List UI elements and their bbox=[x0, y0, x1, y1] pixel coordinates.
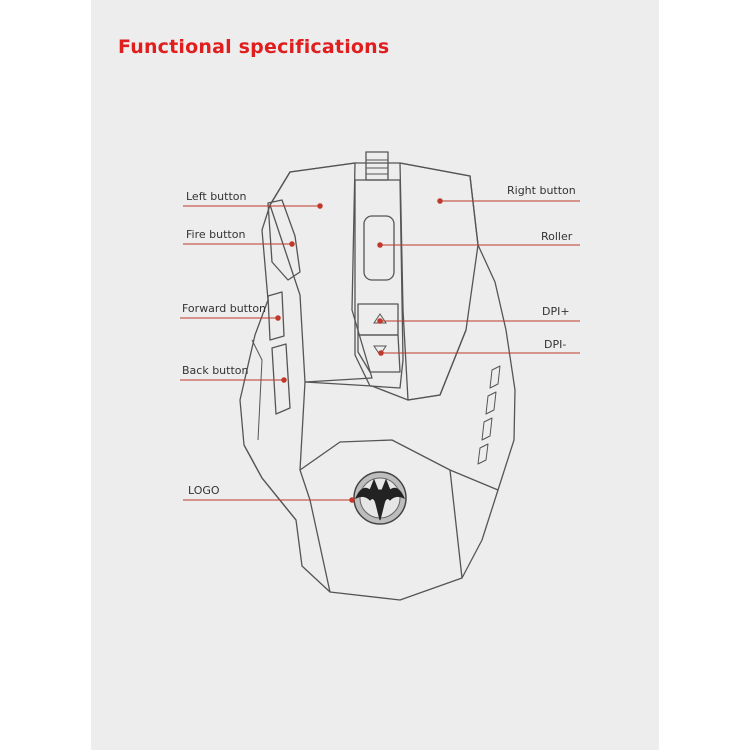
back-button-shape bbox=[271, 343, 291, 415]
label-back-button: Back button bbox=[182, 364, 249, 377]
label-left-button: Left button bbox=[186, 190, 247, 203]
fire-button-shape bbox=[267, 199, 301, 281]
diagram-panel bbox=[91, 0, 659, 750]
page-title: Functional specifications bbox=[118, 36, 390, 58]
label-roller: Roller bbox=[541, 230, 573, 243]
triangle-down-icon bbox=[373, 345, 387, 356]
forward-button-shape bbox=[267, 291, 285, 341]
label-forward-button: Forward button bbox=[182, 302, 267, 315]
label-dpi-plus: DPI+ bbox=[542, 305, 570, 318]
bat-emblem-icon bbox=[353, 471, 407, 525]
cable bbox=[365, 151, 389, 181]
label-right-button: Right button bbox=[507, 184, 576, 197]
center-channel bbox=[354, 179, 404, 389]
dpi-minus-shape bbox=[357, 334, 401, 373]
label-dpi-minus: DPI- bbox=[544, 338, 567, 351]
mouse-body bbox=[239, 162, 516, 601]
left-button-shape bbox=[269, 162, 373, 383]
label-logo: LOGO bbox=[188, 484, 220, 497]
roller-shape bbox=[363, 215, 395, 281]
label-fire-button: Fire button bbox=[186, 228, 246, 241]
